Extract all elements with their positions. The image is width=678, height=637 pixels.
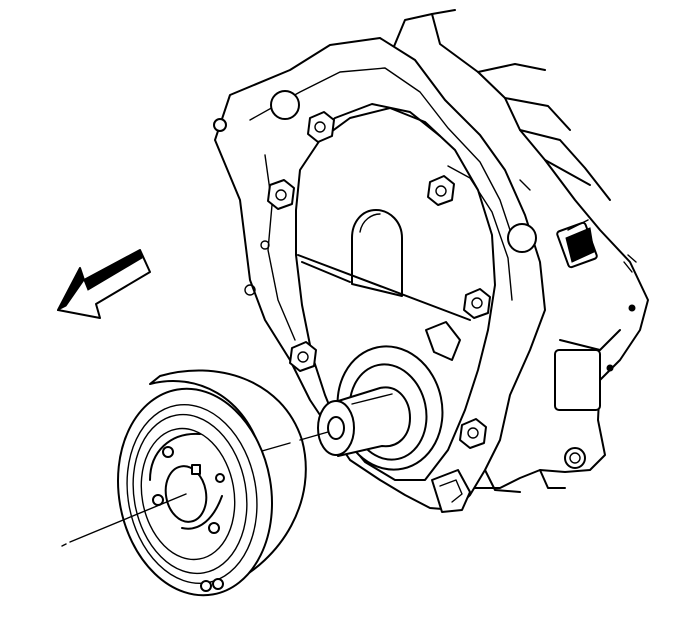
block-lower-pad bbox=[554, 349, 601, 411]
crankshaft-nose-bore bbox=[327, 416, 345, 440]
crankshaft-keyway bbox=[351, 393, 393, 405]
flange-hole-5 bbox=[260, 240, 270, 250]
block-boss-ridge bbox=[567, 219, 589, 231]
cover-bolt-2 bbox=[267, 179, 295, 210]
block-dot-2 bbox=[606, 364, 614, 372]
flange-hole-1 bbox=[270, 90, 300, 120]
balancer-key-notch bbox=[191, 464, 201, 475]
cover-bolt-6 bbox=[459, 418, 487, 449]
direction-arrow bbox=[56, 249, 151, 319]
balancer-arc-slot-upper bbox=[149, 432, 201, 481]
front-cover-window bbox=[351, 209, 403, 297]
centerline-through-balancer bbox=[61, 493, 187, 547]
block-oilpan-edge bbox=[484, 469, 566, 493]
cover-bolt-3 bbox=[427, 175, 455, 206]
front-cover-rib-right bbox=[447, 165, 513, 301]
crankshaft-nose bbox=[317, 386, 411, 457]
balancer-bolt-hole-3 bbox=[208, 522, 220, 534]
crankshaft-nose-body bbox=[334, 386, 411, 457]
cover-bolt-1 bbox=[307, 111, 335, 143]
block-upper-rail bbox=[431, 9, 571, 131]
balancer-arc-slot-lower bbox=[181, 495, 223, 530]
block-deck-edge bbox=[519, 129, 611, 201]
block-dot-1 bbox=[628, 304, 636, 312]
balancer-timing-mark-1 bbox=[200, 580, 212, 592]
centerline bbox=[261, 431, 329, 452]
block-slash-marks bbox=[519, 179, 637, 273]
direction-arrow-shade bbox=[83, 249, 143, 291]
direction-arrow-head-shade bbox=[56, 266, 85, 312]
front-cover-tab bbox=[425, 321, 461, 361]
block-lower-bolt bbox=[564, 447, 586, 469]
front-cover-bottom-clip-inner bbox=[439, 479, 463, 503]
balancer-ring-3 bbox=[140, 427, 236, 561]
balancer-ring-2 bbox=[132, 413, 248, 575]
front-cover-parting-line bbox=[297, 254, 471, 321]
flange-hole-2 bbox=[213, 118, 227, 132]
balancer-bolt-hole-1 bbox=[162, 446, 174, 458]
block-lower-bolt-inner bbox=[569, 452, 581, 464]
balancer-timing-mark-2 bbox=[212, 578, 224, 590]
balancer bbox=[117, 369, 307, 597]
balancer-bolt-hole-4 bbox=[215, 473, 225, 483]
flange-hole-4 bbox=[244, 284, 256, 296]
cover-bolt-5 bbox=[289, 341, 317, 372]
block-boss-shade bbox=[565, 227, 595, 263]
front-cover-bottom-clip bbox=[431, 469, 471, 513]
flange-hole-3 bbox=[507, 223, 537, 253]
cover-bolt-4 bbox=[463, 288, 491, 319]
front-cover-window-edge bbox=[359, 213, 381, 233]
